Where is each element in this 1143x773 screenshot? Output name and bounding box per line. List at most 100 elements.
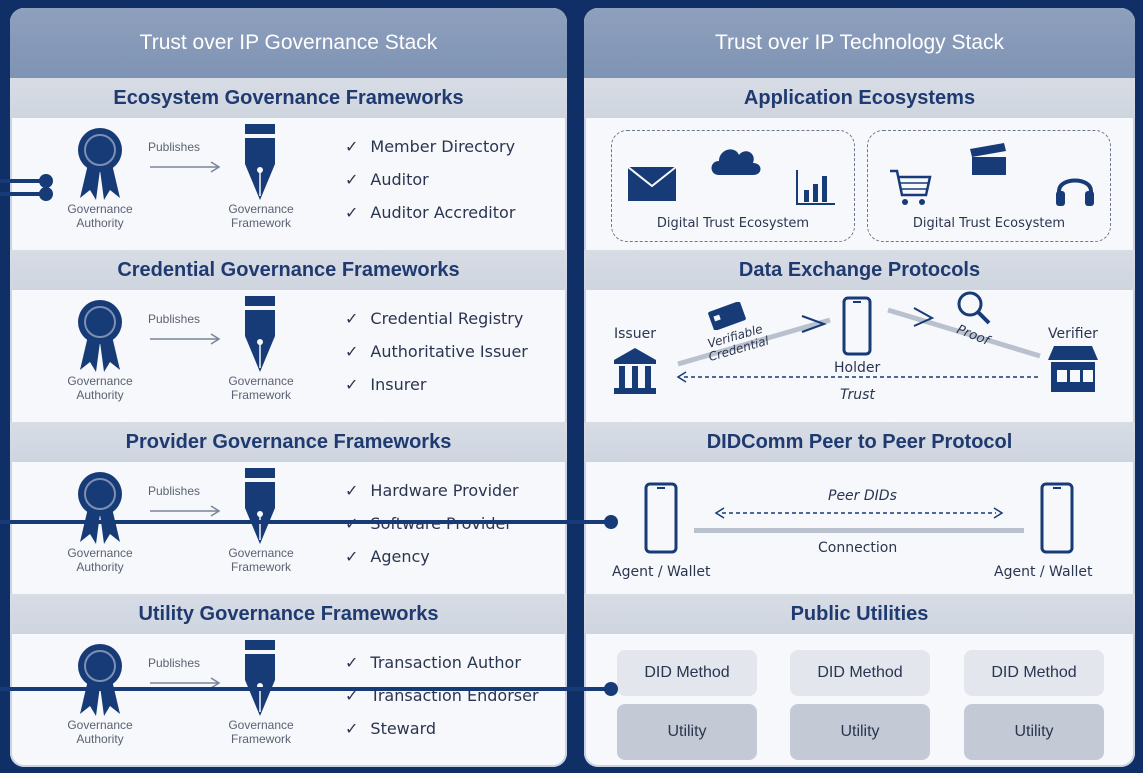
peer-dids-arrow	[714, 507, 1004, 519]
peer-dids-label: Peer DIDs	[828, 488, 897, 504]
ecosystem-box-left: Digital Trust Ecosystem	[611, 130, 855, 242]
ecosystem-box-right: Digital Trust Ecosystem	[867, 130, 1111, 242]
fountain-pen-icon	[245, 124, 275, 200]
check-list: ✓Transaction Author ✓Transaction Endorse…	[345, 646, 539, 745]
connector-ecosystem-upper	[0, 179, 46, 183]
check-item: ✓Insurer	[345, 375, 427, 394]
agent-wallet-label-right: Agent / Wallet	[994, 564, 1093, 580]
check-item: ✓Member Directory	[345, 137, 516, 156]
governance-framework-label: Governance Framework	[228, 374, 294, 402]
connector-utility-public	[0, 687, 614, 691]
governance-authority-label: Governance Authority	[67, 718, 133, 746]
connection-label: Connection	[818, 540, 898, 556]
check-item: ✓Authoritative Issuer	[345, 342, 528, 361]
governance-stack-panel: Trust over IP Governance Stack Ecosystem…	[10, 8, 567, 767]
award-ribbon-icon	[78, 128, 122, 200]
technology-stack-panel: Trust over IP Technology Stack Applicati…	[584, 8, 1135, 767]
section-header-utilities: Public Utilities	[584, 594, 1135, 634]
utility-box: Utility	[790, 704, 930, 760]
governance-authority-label: Governance Authority	[67, 202, 133, 230]
arrow-right-icon	[150, 505, 221, 517]
check-list: ✓Credential Registry ✓Authoritative Issu…	[345, 302, 528, 401]
section-header-utility: Utility Governance Frameworks	[10, 594, 567, 634]
check-icon: ✓	[345, 342, 359, 361]
connector-provider-didcomm	[0, 520, 614, 524]
envelope-icon	[627, 166, 677, 201]
check-icon: ✓	[345, 547, 359, 566]
section-header-ecosystem: Ecosystem Governance Frameworks	[10, 78, 567, 118]
fountain-pen-icon	[245, 640, 275, 716]
governance-authority-label: Governance Authority	[67, 374, 133, 402]
governance-framework-label: Governance Framework	[228, 546, 294, 574]
bank-building-icon	[614, 348, 656, 394]
did-method-box: DID Method	[617, 650, 757, 696]
connector-dot	[39, 174, 53, 188]
magnifier-icon	[957, 291, 991, 325]
section-ecosystem: Publishes Governance Authority Governanc…	[10, 118, 567, 250]
award-ribbon-icon	[78, 300, 122, 372]
section-header-application: Application Ecosystems	[584, 78, 1135, 118]
trust-label: Trust	[840, 387, 875, 403]
check-icon: ✓	[345, 653, 359, 672]
publishes-label: Publishes	[148, 140, 201, 154]
holder-label: Holder	[834, 360, 881, 376]
award-ribbon-icon	[78, 644, 122, 716]
connector-dot	[39, 187, 53, 201]
check-icon: ✓	[345, 137, 359, 156]
verifier-label: Verifier	[1048, 326, 1098, 342]
ecosystem-label-left: Digital Trust Ecosystem	[656, 216, 810, 231]
connector-ecosystem-lower	[0, 192, 46, 196]
check-item: ✓Steward	[345, 719, 437, 738]
section-utility: Publishes Governance Authority Governanc…	[10, 634, 567, 767]
governance-stack-title: Trust over IP Governance Stack	[10, 8, 567, 78]
connector-dot	[604, 515, 618, 529]
utility-box: Utility	[617, 704, 757, 760]
check-list: ✓Member Directory ✓Auditor ✓Auditor Accr…	[345, 130, 515, 229]
fountain-pen-icon	[245, 296, 275, 372]
store-icon	[1048, 346, 1098, 392]
arrow-right-icon	[150, 677, 221, 689]
agent-wallet-label-left: Agent / Wallet	[612, 564, 711, 580]
bar-chart-icon	[796, 170, 835, 205]
headphones-icon	[1056, 178, 1094, 206]
proof-flow-arrow	[887, 307, 1041, 359]
check-icon: ✓	[345, 309, 359, 328]
utility-box: Utility	[964, 704, 1104, 760]
connection-line	[694, 528, 1024, 533]
section-utilities: DID Method Utility DID Method Utility DI…	[584, 634, 1135, 767]
connector-dot	[604, 682, 618, 696]
check-item: ✓Credential Registry	[345, 309, 524, 328]
check-icon: ✓	[345, 719, 359, 738]
section-header-provider: Provider Governance Frameworks	[10, 422, 567, 462]
publishes-label: Publishes	[148, 312, 201, 326]
check-icon: ✓	[345, 170, 359, 189]
ecosystem-label-right: Digital Trust Ecosystem	[912, 216, 1066, 231]
governance-framework-label: Governance Framework	[228, 202, 294, 230]
check-icon: ✓	[345, 481, 359, 500]
check-item: ✓Auditor	[345, 170, 429, 189]
section-application: Digital Trust Ecosystem Digital Trust Ec…	[584, 118, 1135, 250]
publishes-label: Publishes	[148, 656, 201, 670]
publishes-label: Publishes	[148, 484, 201, 498]
award-ribbon-icon	[78, 472, 122, 544]
governance-framework-label: Governance Framework	[228, 718, 294, 746]
credential-flow-arrow	[677, 315, 831, 367]
check-item: ✓Hardware Provider	[345, 481, 519, 500]
agent-phone-right-icon	[1040, 482, 1074, 554]
fountain-pen-icon	[245, 468, 275, 544]
holder-phone-icon	[842, 296, 872, 356]
section-header-credential: Credential Governance Frameworks	[10, 250, 567, 290]
section-provider: Publishes Governance Authority Governanc…	[10, 462, 567, 594]
governance-authority-label: Governance Authority	[67, 546, 133, 574]
cloud-icon	[711, 149, 761, 175]
check-item: ✓Transaction Endorser	[345, 686, 539, 705]
arrow-right-icon	[150, 333, 221, 345]
section-didcomm: Agent / Wallet Peer DIDs Connection Agen…	[584, 462, 1135, 594]
shopping-cart-icon	[890, 169, 932, 205]
section-credential: Publishes Governance Authority Governanc…	[10, 290, 567, 422]
check-item: ✓Agency	[345, 547, 430, 566]
did-method-box: DID Method	[790, 650, 930, 696]
issuer-label: Issuer	[614, 326, 656, 342]
check-item: ✓Transaction Author	[345, 653, 521, 672]
